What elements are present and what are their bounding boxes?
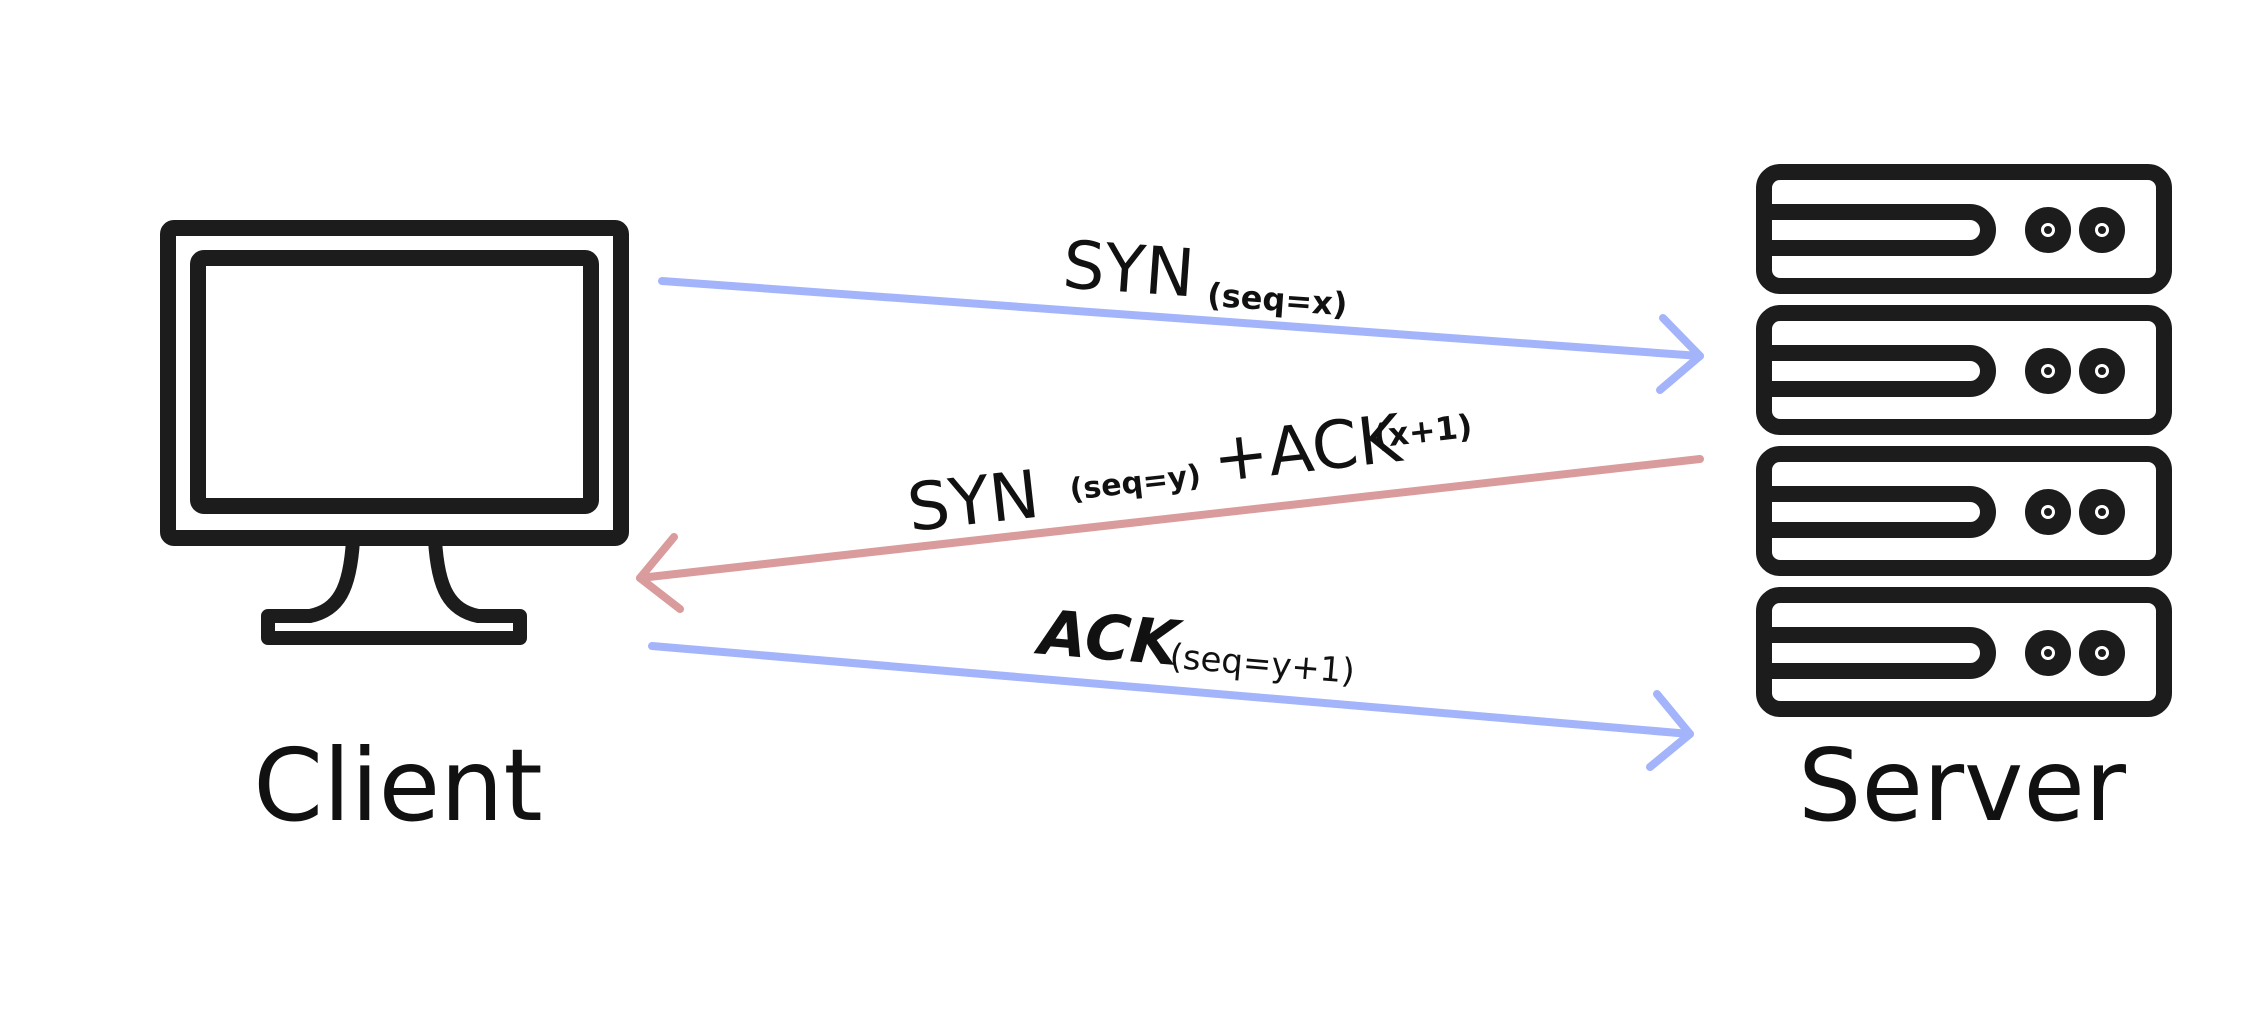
server-label: Server [1798, 727, 2127, 844]
syn-arrow [658, 277, 1704, 394]
syn-ack-label: SYN (seq=y) +ACK (x+1) [904, 400, 1475, 547]
server-rack-icon [1756, 164, 2172, 717]
client-label: Client [253, 727, 543, 844]
syn-ack-arrow [636, 455, 1704, 613]
syn-ack-label-subscript: (seq=y) [1068, 458, 1203, 507]
syn-label: SYN (seq=x) [1060, 226, 1349, 324]
server-unit-1 [1756, 164, 2172, 294]
syn-ack-label-name: SYN [904, 456, 1043, 547]
ack-label-name: ACK [1031, 595, 1185, 680]
server-led-dots [2044, 226, 2106, 657]
server-unit-3 [1756, 446, 2172, 576]
ack-label-subscript: (seq=y+1) [1168, 637, 1356, 692]
syn-label-name: SYN [1060, 226, 1197, 312]
monitor-icon [160, 220, 629, 645]
ack-arrow [648, 642, 1694, 771]
server-unit-2 [1756, 305, 2172, 435]
syn-label-subscript: (seq=x) [1206, 276, 1349, 324]
server-unit-4 [1756, 587, 2172, 717]
